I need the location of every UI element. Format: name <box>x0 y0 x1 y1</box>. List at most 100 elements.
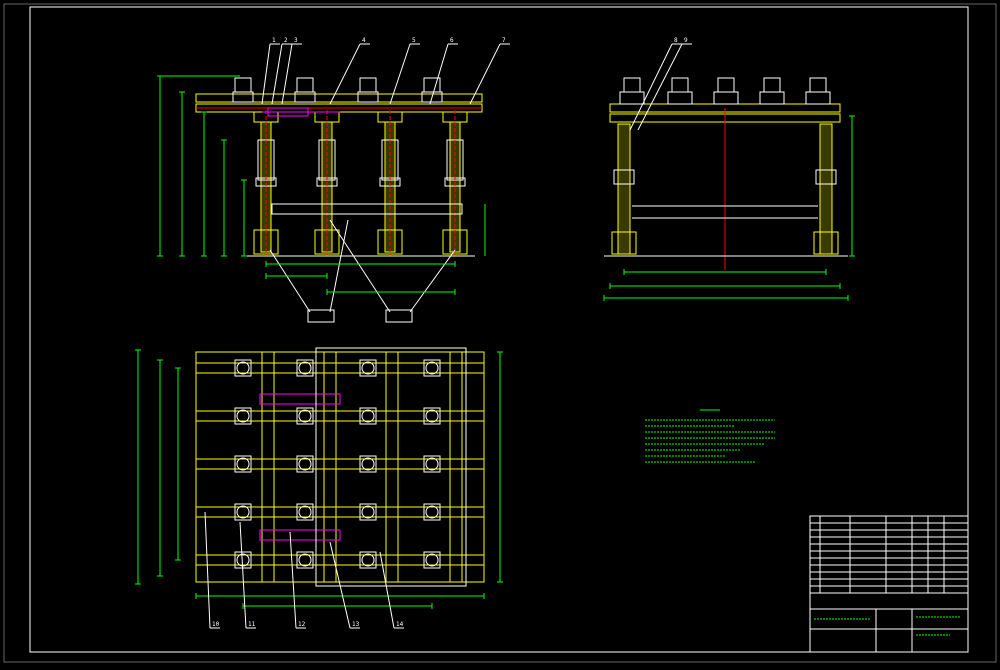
front-callout-5-leader <box>389 43 411 105</box>
front-callout-7-leader <box>469 43 501 105</box>
plan-motor-2-1 <box>296 455 314 473</box>
plan-motor-ring-4-1 <box>298 553 312 567</box>
side-motor-base-3 <box>759 91 785 105</box>
front-chute-box-right <box>385 309 413 323</box>
front-callout-7-label: 7 <box>502 37 506 44</box>
plan-callout-14-label: 14 <box>396 621 404 628</box>
plan-callout-12-leader <box>289 531 297 629</box>
plan-motor-ring-0-0 <box>236 361 250 375</box>
plan-motor-ring-4-2 <box>361 553 375 567</box>
plan-motor-2-0 <box>234 455 252 473</box>
plan-callout-10-leader <box>204 511 211 629</box>
plan-motor-ring-2-2 <box>361 457 375 471</box>
side-motor-base-4 <box>805 91 831 105</box>
plan-callout-13-label: 13 <box>352 621 360 628</box>
front-chute-left-b <box>329 219 349 313</box>
side-motor-base-0 <box>619 91 645 105</box>
plan-motor-2-3 <box>423 455 441 473</box>
side-base-0 <box>611 231 637 255</box>
front-chute-left-a <box>269 249 311 313</box>
plan-motor-3-0 <box>234 503 252 521</box>
plan-callout-11-label: 11 <box>248 621 256 628</box>
side-clamp-1 <box>815 169 837 185</box>
front-callout-1-leader <box>261 43 271 105</box>
front-callout-3-label: 3 <box>294 37 298 44</box>
plan-motor-0-1 <box>296 359 314 377</box>
front-callout-4-label: 4 <box>362 37 366 44</box>
plan-callout-12-label: 12 <box>298 621 306 628</box>
front-callout-2-leader <box>271 43 283 105</box>
plan-motor-0-2 <box>359 359 377 377</box>
plan-view: 10 11 12 13 14 <box>135 347 503 629</box>
side-motor-base-1 <box>667 91 693 105</box>
technical-requirements <box>645 409 775 463</box>
plan-base-plate <box>315 347 467 587</box>
plan-motor-4-2 <box>359 551 377 569</box>
plan-motor-3-1 <box>296 503 314 521</box>
plan-motor-ring-3-3 <box>425 505 439 519</box>
front-motor-base-0 <box>232 91 254 103</box>
plan-motor-ring-4-0 <box>236 553 250 567</box>
plan-beam-0 <box>195 362 485 374</box>
plan-motor-ring-1-1 <box>298 409 312 423</box>
plan-member-0 <box>261 351 275 583</box>
plan-motor-ring-1-0 <box>236 409 250 423</box>
plan-actuator-upper <box>259 393 341 405</box>
plan-motor-1-3 <box>423 407 441 425</box>
front-callout-1-label: 1 <box>272 37 276 44</box>
side-motor-base-2 <box>713 91 739 105</box>
front-callout-6-leader <box>429 43 449 105</box>
front-motor-base-1 <box>294 91 316 103</box>
plan-beam-3 <box>195 506 485 518</box>
plan-motor-ring-1-2 <box>361 409 375 423</box>
plan-member-3 <box>449 351 463 583</box>
plan-motor-ring-3-2 <box>361 505 375 519</box>
front-motor-base-3 <box>421 91 443 103</box>
plan-callout-14-leader <box>379 551 395 629</box>
side-callout-9-label: 9 <box>684 37 688 44</box>
plan-callout-10-label: 10 <box>212 621 220 628</box>
plan-motor-3-2 <box>359 503 377 521</box>
plan-motor-0-3 <box>423 359 441 377</box>
title-block <box>809 515 969 653</box>
front-chute-box-left <box>307 309 335 323</box>
plan-actuator-lower <box>259 529 341 541</box>
plan-motor-ring-2-0 <box>236 457 250 471</box>
drawing-border-outer <box>3 3 997 663</box>
plan-motor-0-0 <box>234 359 252 377</box>
drawing-frame <box>29 6 969 653</box>
side-clamp-0 <box>613 169 635 185</box>
plan-motor-ring-3-1 <box>298 505 312 519</box>
front-callout-2-label: 2 <box>284 37 288 44</box>
plan-motor-ring-0-2 <box>361 361 375 375</box>
side-column-1 <box>819 123 833 255</box>
plan-motor-ring-0-3 <box>425 361 439 375</box>
plan-motor-ring-1-3 <box>425 409 439 423</box>
plan-motor-1-0 <box>234 407 252 425</box>
plan-motor-4-1 <box>296 551 314 569</box>
plan-member-1 <box>323 351 337 583</box>
side-callout-8-label: 8 <box>674 37 678 44</box>
plan-motor-4-3 <box>423 551 441 569</box>
front-callout-5-label: 5 <box>412 37 416 44</box>
plan-callout-13-leader <box>329 541 351 629</box>
plan-motor-1-2 <box>359 407 377 425</box>
plan-motor-2-2 <box>359 455 377 473</box>
front-motor-base-2 <box>357 91 379 103</box>
front-callout-3-leader <box>281 43 293 105</box>
front-cross-beam <box>271 203 463 215</box>
plan-beam-2 <box>195 458 485 470</box>
front-actuator-body <box>267 107 309 117</box>
front-top-rail <box>195 93 483 103</box>
plan-motor-ring-4-3 <box>425 553 439 567</box>
plan-motor-ring-3-0 <box>236 505 250 519</box>
plan-member-2 <box>385 351 399 583</box>
front-callout-6-label: 6 <box>450 37 454 44</box>
side-base-1 <box>813 231 839 255</box>
front-callout-4-leader <box>329 43 361 105</box>
plan-motor-1-1 <box>296 407 314 425</box>
